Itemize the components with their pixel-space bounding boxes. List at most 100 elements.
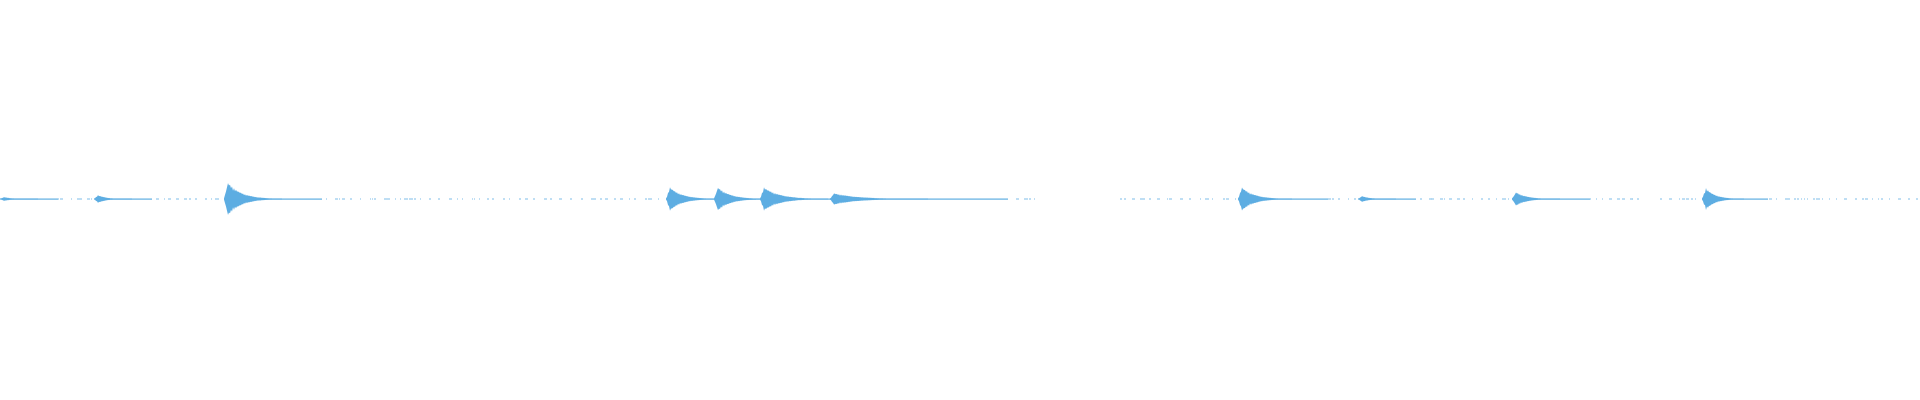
waveform-baseline-sample <box>1813 198 1815 200</box>
waveform-burst-tail <box>228 198 322 200</box>
waveform-baseline-sample <box>581 198 583 200</box>
waveform-baseline-sample <box>559 198 562 200</box>
waveform-baseline-sample <box>414 198 416 200</box>
waveform-baseline-sample <box>176 198 179 200</box>
waveform-baseline-sample <box>400 198 401 200</box>
waveform-baseline-sample <box>1609 198 1612 200</box>
waveform-baseline-sample <box>1622 198 1625 200</box>
waveform-baseline-sample <box>1200 198 1201 200</box>
waveform-baseline-sample <box>570 198 572 200</box>
waveform-baseline-sample <box>1669 198 1672 200</box>
waveform-baseline-sample <box>1026 198 1028 200</box>
waveform-baseline-sample <box>1794 198 1796 200</box>
waveform-baseline-sample <box>1632 198 1633 200</box>
waveform-baseline-sample <box>1223 198 1225 200</box>
waveform-baseline-sample <box>1908 198 1910 200</box>
waveform-baseline-sample <box>1878 198 1879 200</box>
waveform-baseline-sample <box>1338 198 1340 200</box>
waveform-baseline-sample <box>374 198 376 200</box>
waveform-baseline-sample <box>1797 198 1799 200</box>
waveform-burst-tail <box>1516 198 1590 200</box>
waveform-baseline-sample <box>550 198 552 200</box>
waveform-baseline-sample <box>1328 198 1331 200</box>
waveform-baseline-sample <box>1660 198 1662 200</box>
waveform-baseline-sample <box>503 198 505 200</box>
waveform-baseline-sample <box>533 198 535 200</box>
waveform-baseline-sample <box>1149 198 1151 200</box>
waveform-baseline-sample <box>195 198 197 200</box>
waveform-baseline-sample <box>593 198 596 200</box>
waveform-baseline-sample <box>168 198 170 200</box>
waveform-baseline-sample <box>1457 198 1460 200</box>
waveform-baseline-sample <box>1816 198 1819 200</box>
waveform-baseline-sample <box>1788 198 1790 200</box>
waveform-baseline-sample <box>71 198 72 200</box>
waveform-baseline-sample <box>1881 198 1883 200</box>
waveform-baseline-sample <box>487 198 489 200</box>
waveform-baseline-sample <box>1872 198 1873 200</box>
waveform-baseline-sample <box>509 198 510 200</box>
waveform-baseline-sample <box>339 198 340 200</box>
waveform-baseline-sample <box>1898 198 1901 200</box>
waveform-baseline-sample <box>211 198 212 200</box>
waveform-baseline-sample <box>1226 198 1229 200</box>
waveform-baseline-sample <box>1769 198 1772 200</box>
waveform-burst-tail <box>764 198 878 200</box>
waveform-burst-tail <box>670 198 756 200</box>
waveform-baseline-sample <box>387 198 389 200</box>
waveform-baseline-sample <box>1144 198 1145 200</box>
waveform-baseline-sample <box>372 198 373 200</box>
waveform-baseline-sample <box>1776 198 1777 200</box>
waveform-baseline-sample <box>384 198 387 200</box>
waveform-baseline-sample <box>1205 198 1207 200</box>
waveform-baseline-sample <box>591 198 593 200</box>
waveform-baseline-sample <box>389 198 390 200</box>
waveform-baseline-sample <box>648 198 651 200</box>
waveform-baseline-sample <box>1855 198 1857 200</box>
waveform-baseline-sample <box>492 198 494 200</box>
waveform-baseline-sample <box>1029 198 1031 200</box>
waveform-baseline-sample <box>1488 198 1490 200</box>
waveform-baseline-sample <box>1630 198 1633 200</box>
waveform-baseline-sample <box>634 198 636 200</box>
waveform-baseline-sample <box>58 198 59 200</box>
waveform-baseline-sample <box>395 198 396 200</box>
waveform-baseline-sample <box>620 198 623 200</box>
waveform-baseline-sample <box>1829 198 1830 200</box>
waveform-baseline-sample <box>438 198 440 200</box>
waveform-baseline-sample <box>1134 198 1135 200</box>
waveform-baseline-sample <box>474 198 475 200</box>
waveform-baseline-sample <box>1348 198 1349 200</box>
waveform-baseline-sample <box>1449 198 1452 200</box>
waveform-baseline-sample <box>429 198 431 200</box>
waveform-baseline-sample <box>1496 198 1497 200</box>
waveform-baseline-sample <box>449 198 452 200</box>
waveform-baseline-sample <box>205 198 207 200</box>
waveform-baseline-sample <box>1508 198 1509 200</box>
waveform-baseline-sample <box>1235 198 1236 200</box>
waveform-baseline-sample <box>360 198 361 200</box>
waveform-baseline-sample <box>1332 198 1334 200</box>
waveform-burst-tail <box>1242 198 1328 200</box>
waveform-baseline-sample <box>651 198 652 200</box>
waveform-baseline-sample <box>1420 198 1422 200</box>
waveform-baseline-sample <box>77 198 80 200</box>
waveform-baseline-sample <box>1429 198 1432 200</box>
waveform-baseline-sample <box>462 198 463 200</box>
waveform-baseline-sample <box>1189 198 1191 200</box>
waveform-baseline-sample <box>1807 198 1808 200</box>
waveform-burst-tail <box>1362 198 1416 200</box>
waveform-baseline-sample <box>1157 198 1160 200</box>
waveform-baseline-sample <box>1354 198 1356 200</box>
waveform-baseline-sample <box>1804 198 1805 200</box>
waveform-baseline-sample <box>614 198 616 200</box>
waveform-baseline-sample <box>164 198 165 200</box>
waveform-baseline-sample <box>156 198 159 200</box>
waveform-baseline-sample <box>479 198 480 200</box>
waveform-baseline-sample <box>407 198 408 200</box>
waveform-baseline-sample <box>184 198 187 200</box>
waveform-baseline-sample <box>1679 198 1680 200</box>
waveform-baseline-sample <box>1142 198 1144 200</box>
waveform-baseline-sample <box>404 198 407 200</box>
